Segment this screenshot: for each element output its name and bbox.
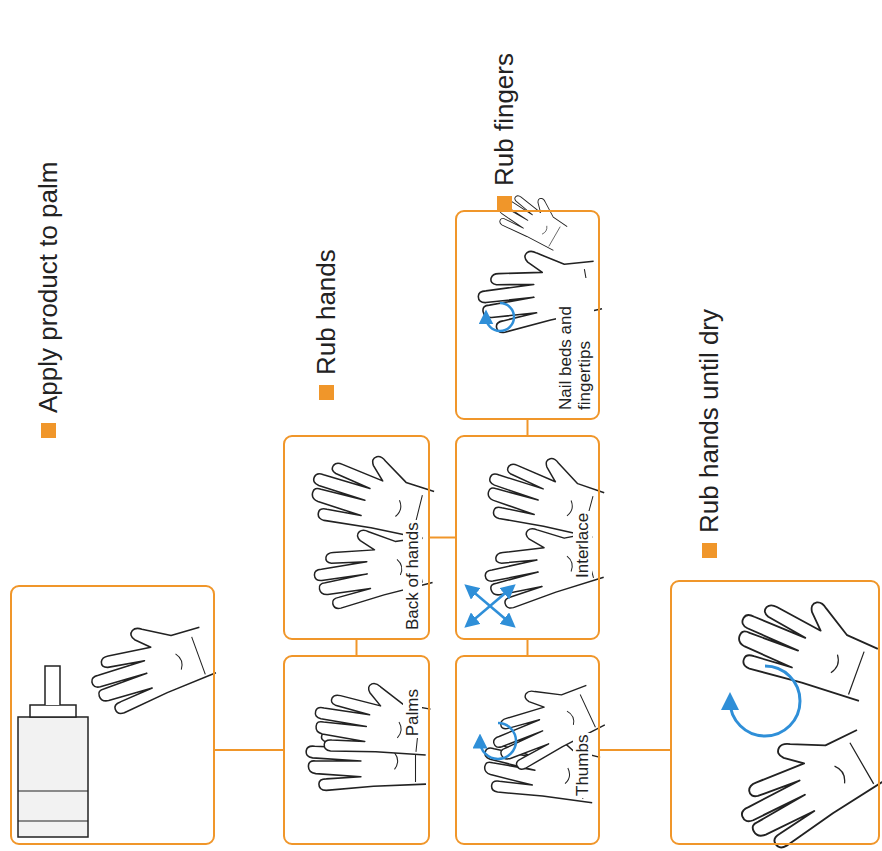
rotation-arrow [486, 303, 514, 331]
step-heading: Rub hands [310, 249, 342, 400]
heading-text: Rub fingers [489, 53, 519, 186]
step-box: Thumbs [455, 655, 600, 845]
flow-connector [600, 749, 670, 751]
flow-connector [356, 640, 358, 655]
dispenser-nozzle [45, 666, 60, 705]
heading-text: Rub hands [311, 249, 341, 375]
heading-text: Apply product to palm [33, 162, 63, 413]
step-box: Interlace [455, 435, 600, 640]
flow-connector [527, 640, 529, 655]
heading-bullet [702, 543, 717, 558]
step-heading: Rub hands until dry [693, 309, 725, 558]
dispenser-detail [18, 791, 88, 821]
step-heading: Apply product to palm [32, 162, 64, 438]
dispenser-body [18, 717, 88, 837]
step-label: Interlace [573, 511, 592, 580]
motion-arrow [470, 589, 510, 623]
rotation-arrow [730, 666, 800, 736]
heading-text: Rub hands until dry [694, 309, 724, 533]
dispenser-collar [30, 705, 76, 717]
step-heading: Rub fingers [488, 53, 520, 211]
hand-drawing [492, 182, 573, 253]
hand-drawing [728, 580, 882, 708]
step-box: Apply product to palm [10, 585, 215, 845]
step-box: Rub hands until dry [670, 580, 880, 845]
step-label: Back of hands [403, 520, 422, 632]
step-label: Thumbs [573, 733, 592, 798]
motion-arrow [470, 589, 510, 623]
rotation-arrow [480, 723, 516, 759]
flow-connector [215, 749, 283, 751]
hand-drawing [312, 678, 433, 761]
hand-drawing [80, 608, 218, 720]
step-box: Back of hands [283, 435, 430, 640]
heading-bullet [41, 423, 56, 438]
flow-connector [527, 420, 529, 435]
step-label: Palms [403, 687, 422, 738]
heading-bullet [319, 385, 334, 400]
step-box: Nail beds and fingertips [455, 210, 600, 420]
step-box: Palms [283, 655, 430, 845]
step-label: Nail beds and fingertips [556, 278, 594, 412]
flow-connector [430, 537, 455, 539]
heading-bullet [497, 196, 512, 211]
